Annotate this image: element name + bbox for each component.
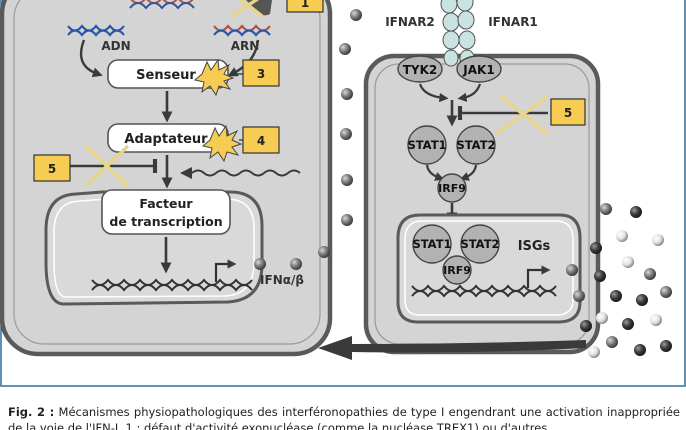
tyk2-protein: TYK2 (397, 55, 443, 83)
sensor-label: Senseur (136, 68, 196, 83)
tf-box (101, 189, 231, 235)
badge-4-text: 4 (257, 134, 265, 148)
stat1-label: STAT1 (407, 138, 446, 152)
right-nucleus-dna (411, 284, 557, 298)
irf9-protein: IRF9 (437, 173, 467, 203)
nucleus-irf9-label: IRF9 (443, 264, 471, 277)
ifn-label: IFNα/β (260, 273, 304, 287)
badge-3: 3 (242, 59, 280, 87)
tyk2-arrow (418, 83, 449, 103)
sensor-burst (193, 58, 235, 97)
tf-label-line2: de transcription (109, 214, 222, 229)
jak1-label: JAK1 (462, 63, 494, 77)
wavy-signal-head (180, 167, 192, 179)
top-cross (231, 0, 264, 18)
stat1-to-irf9-arrow (425, 164, 445, 181)
badge-5-left-text: 5 (48, 162, 56, 176)
ifnar-receptor (440, 0, 476, 67)
ifn-molecules (254, 9, 672, 358)
right-promoter-arrow (526, 265, 551, 288)
badge-1-text: 1 (301, 0, 309, 10)
caption-lead: Fig. 2 : (8, 405, 55, 419)
top-dna-strand (129, 0, 195, 10)
jak1-arrow (457, 83, 482, 102)
badge-1: 1 (286, 0, 324, 13)
stat2-protein: STAT2 (456, 125, 496, 165)
nucleus-stat1: STAT1 (412, 224, 452, 264)
ifnar2-label: IFNAR2 (385, 15, 435, 29)
badge-5-right: 5 (550, 98, 586, 126)
dna-helix (67, 24, 125, 37)
left-cell-inner-line (13, 0, 321, 345)
adaptor-label: Adaptateur (124, 132, 208, 147)
diagram-canvas: 1 ADN ARN Senseur 3 Adaptateur 4 5 (0, 0, 686, 387)
nucleus-stat1-label: STAT1 (412, 237, 451, 251)
dna-to-sensor-arrow (79, 39, 103, 78)
nucleus-stat2-label: STAT2 (460, 237, 499, 251)
badge-5-left: 5 (33, 154, 71, 182)
tf-label-line1: Facteur (139, 196, 193, 211)
jak1-protein: JAK1 (456, 55, 502, 83)
badge-5-right-text: 5 (564, 106, 572, 120)
wavy-signal (191, 169, 301, 177)
left-promoter-arrow (214, 259, 237, 282)
adaptor-burst (201, 124, 243, 163)
isgs-label: ISGs (518, 239, 551, 254)
return-arrow (318, 336, 586, 360)
stat1-protein: STAT1 (407, 125, 447, 165)
ifnar1-label: IFNAR1 (488, 15, 538, 29)
right-nucleus-inner-line (404, 220, 574, 316)
caption-text: Mécanismes physiopathologiques des inter… (8, 405, 680, 430)
nucleus-inner-line (53, 198, 255, 298)
stat2-to-irf9-arrow (459, 164, 478, 181)
nucleus-dna (91, 278, 253, 292)
irf9-label: IRF9 (438, 182, 466, 195)
tyk2-label: TYK2 (403, 63, 438, 77)
right-inhibition-cross (494, 94, 550, 136)
figure-caption: Fig. 2 : Mécanismes physiopathologiques … (8, 404, 680, 430)
left-inhibition-cross (84, 144, 130, 188)
nucleus-irf9: IRF9 (442, 255, 472, 285)
dna-label: ADN (101, 39, 130, 53)
badge-4: 4 (242, 126, 280, 154)
stat2-label: STAT2 (456, 138, 495, 152)
rna-helix (213, 24, 271, 37)
nucleus-stat2: STAT2 (460, 224, 500, 264)
rna-label: ARN (231, 39, 260, 53)
badge-3-text: 3 (257, 67, 265, 81)
